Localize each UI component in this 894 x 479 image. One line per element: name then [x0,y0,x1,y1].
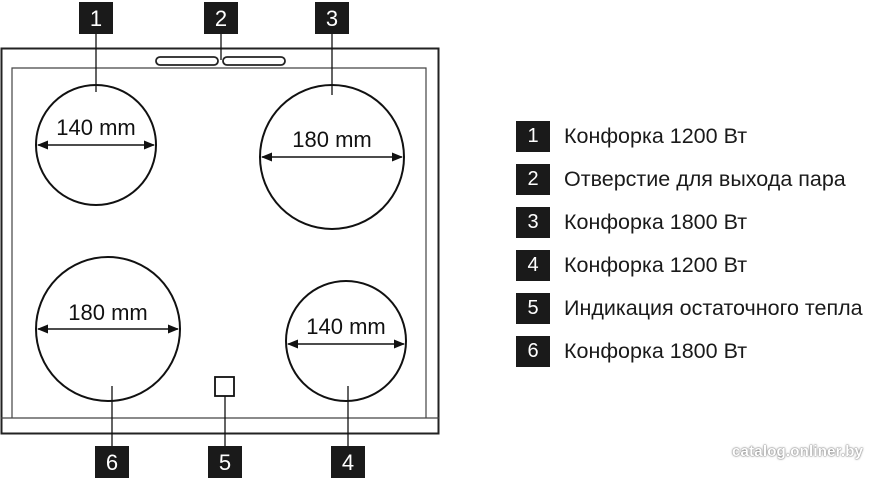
callout-badge-3 [315,2,349,34]
legend-row-5: 5 Индикация остаточного тепла [516,287,894,330]
callout-number-4: 4 [342,450,354,475]
burner-4 [285,280,407,402]
legend-number-5: 5 [516,293,550,324]
callout-number-1: 1 [90,6,102,31]
legend-row-6: 6 Конфорка 1800 Вт [516,330,894,373]
legend-label-6: Конфорка 1800 Вт [564,339,748,363]
hob-inner-frame [11,67,427,418]
legend-number-1: 1 [516,121,550,152]
legend-number-4: 4 [516,250,550,281]
hob-outer-frame [0,47,440,435]
legend: 1 Конфорка 1200 Вт 2 Отверстие для выход… [516,115,894,373]
dimension-label-3: 180 mm [292,127,371,152]
callout-badge-6 [95,446,129,478]
legend-row-3: 3 Конфорка 1800 Вт [516,201,894,244]
burner-6 [35,256,181,402]
legend-label-1: Конфорка 1200 Вт [564,124,748,148]
residual-heat-indicator [214,376,235,397]
callout-number-3: 3 [326,6,338,31]
hob-diagram: 140 mm 180 mm 180 mm 140 mm 1 2 3 6 5 4 [0,2,440,478]
legend-label-5: Индикация остаточного тепла [564,296,863,320]
dimension-label-1: 140 mm [56,115,135,140]
callout-number-2: 2 [215,6,227,31]
dimension-label-6: 180 mm [68,300,147,325]
dimension-label-4: 140 mm [306,314,385,339]
callout-badge-1 [79,2,113,34]
legend-row-2: 2 Отверстие для выхода пара [516,158,894,201]
legend-number-3: 3 [516,207,550,238]
legend-number-2: 2 [516,164,550,195]
callout-badge-5 [208,446,242,478]
legend-label-4: Конфорка 1200 Вт [564,253,748,277]
callout-badge-4 [331,446,365,478]
legend-row-4: 4 Конфорка 1200 Вт [516,244,894,287]
legend-number-6: 6 [516,336,550,367]
legend-label-2: Отверстие для выхода пара [564,167,846,191]
steam-vent-slot-left [155,56,219,66]
legend-row-1: 1 Конфорка 1200 Вт [516,115,894,158]
callout-number-5: 5 [219,450,231,475]
legend-label-3: Конфорка 1800 Вт [564,210,748,234]
callout-number-6: 6 [106,450,118,475]
watermark: catalog.onliner.by [732,443,864,460]
steam-vent-slot-right [222,56,286,66]
callout-badge-2 [204,2,238,34]
